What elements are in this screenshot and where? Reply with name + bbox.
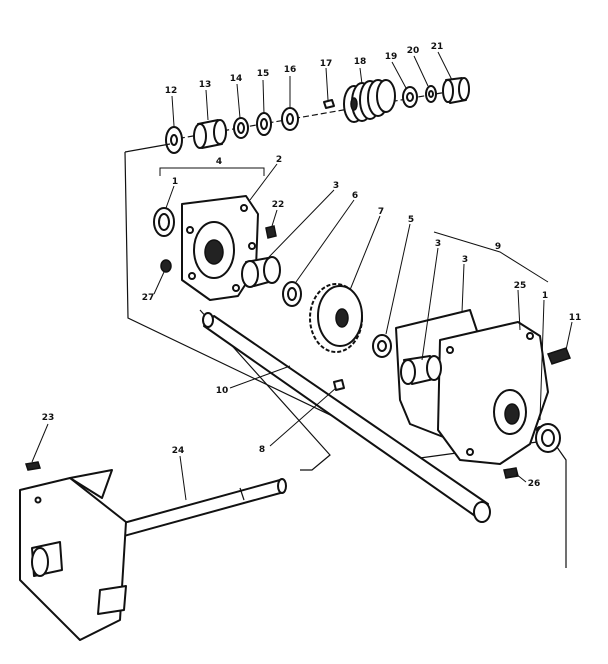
callout-19: 19	[385, 52, 398, 62]
lower-outline	[199, 309, 331, 471]
callout-20: 20	[407, 46, 420, 56]
part-22-screw[interactable]	[265, 225, 277, 239]
callout-22: 22	[272, 200, 285, 210]
part-1-seal[interactable]	[153, 207, 175, 237]
callout-11: 11	[569, 313, 582, 323]
callout-21: 21	[431, 42, 444, 52]
callouts: 12 13 14 15 16 17 18 19 20 21 4 2 1 22 3…	[42, 42, 582, 489]
callout-10: 10	[216, 386, 229, 396]
callout-3c: 3	[462, 255, 468, 265]
part-14-washer[interactable]	[233, 117, 249, 139]
frame-plate[interactable]	[19, 469, 127, 641]
part-10-shaft[interactable]	[202, 312, 491, 523]
callout-23: 23	[42, 413, 55, 423]
part-8-key[interactable]	[333, 379, 345, 391]
part-21-bearing[interactable]	[442, 77, 470, 104]
part-2-housing-cover[interactable]	[181, 195, 259, 301]
callout-1b: 1	[542, 291, 548, 301]
callout-25: 25	[514, 281, 527, 291]
callout-12: 12	[165, 86, 178, 96]
part-13-bushing[interactable]	[193, 119, 227, 149]
assembly-outline	[124, 143, 567, 568]
part-24-auger-shaft[interactable]	[97, 478, 287, 543]
callout-5: 5	[408, 215, 414, 225]
part-15-washer[interactable]	[256, 112, 272, 136]
part-6-washer[interactable]	[282, 281, 302, 307]
callout-15: 15	[257, 69, 270, 79]
leader-lines	[31, 51, 573, 501]
part-26-screw[interactable]	[503, 467, 519, 479]
callout-3b: 3	[435, 239, 441, 249]
part-16-washer[interactable]	[281, 107, 299, 131]
callout-7: 7	[378, 207, 384, 217]
part-27-nut[interactable]	[160, 259, 172, 273]
part-7-gear[interactable]	[309, 283, 363, 353]
callout-27: 27	[142, 293, 155, 303]
part-9-gear-housing[interactable]	[395, 309, 549, 465]
callout-17: 17	[320, 59, 333, 69]
callout-16: 16	[284, 65, 297, 75]
part-5-washer[interactable]	[372, 334, 392, 358]
callout-9: 9	[495, 242, 501, 252]
callout-14: 14	[230, 74, 243, 84]
callout-2: 2	[276, 155, 282, 165]
callout-8: 8	[259, 445, 265, 455]
callout-18: 18	[354, 57, 367, 67]
part-20-washer[interactable]	[425, 85, 437, 103]
part-11-screw[interactable]	[547, 347, 571, 365]
callout-13: 13	[199, 80, 212, 90]
part-17-key[interactable]	[323, 99, 335, 109]
part-23-key[interactable]	[25, 461, 41, 471]
part-3-bushing-left[interactable]	[241, 256, 281, 288]
callout-26: 26	[528, 479, 541, 489]
callout-6a: 6	[352, 191, 358, 201]
callout-1: 1	[172, 177, 178, 187]
part-18-worm[interactable]	[343, 79, 396, 123]
callout-4: 4	[216, 157, 222, 167]
callout-24: 24	[172, 446, 185, 456]
part-3-bushing-right[interactable]	[400, 355, 442, 385]
callout-3a: 3	[333, 181, 339, 191]
part-1-seal-right[interactable]	[535, 423, 561, 453]
part-19-washer[interactable]	[402, 86, 418, 108]
part-12-washer[interactable]	[165, 126, 183, 154]
